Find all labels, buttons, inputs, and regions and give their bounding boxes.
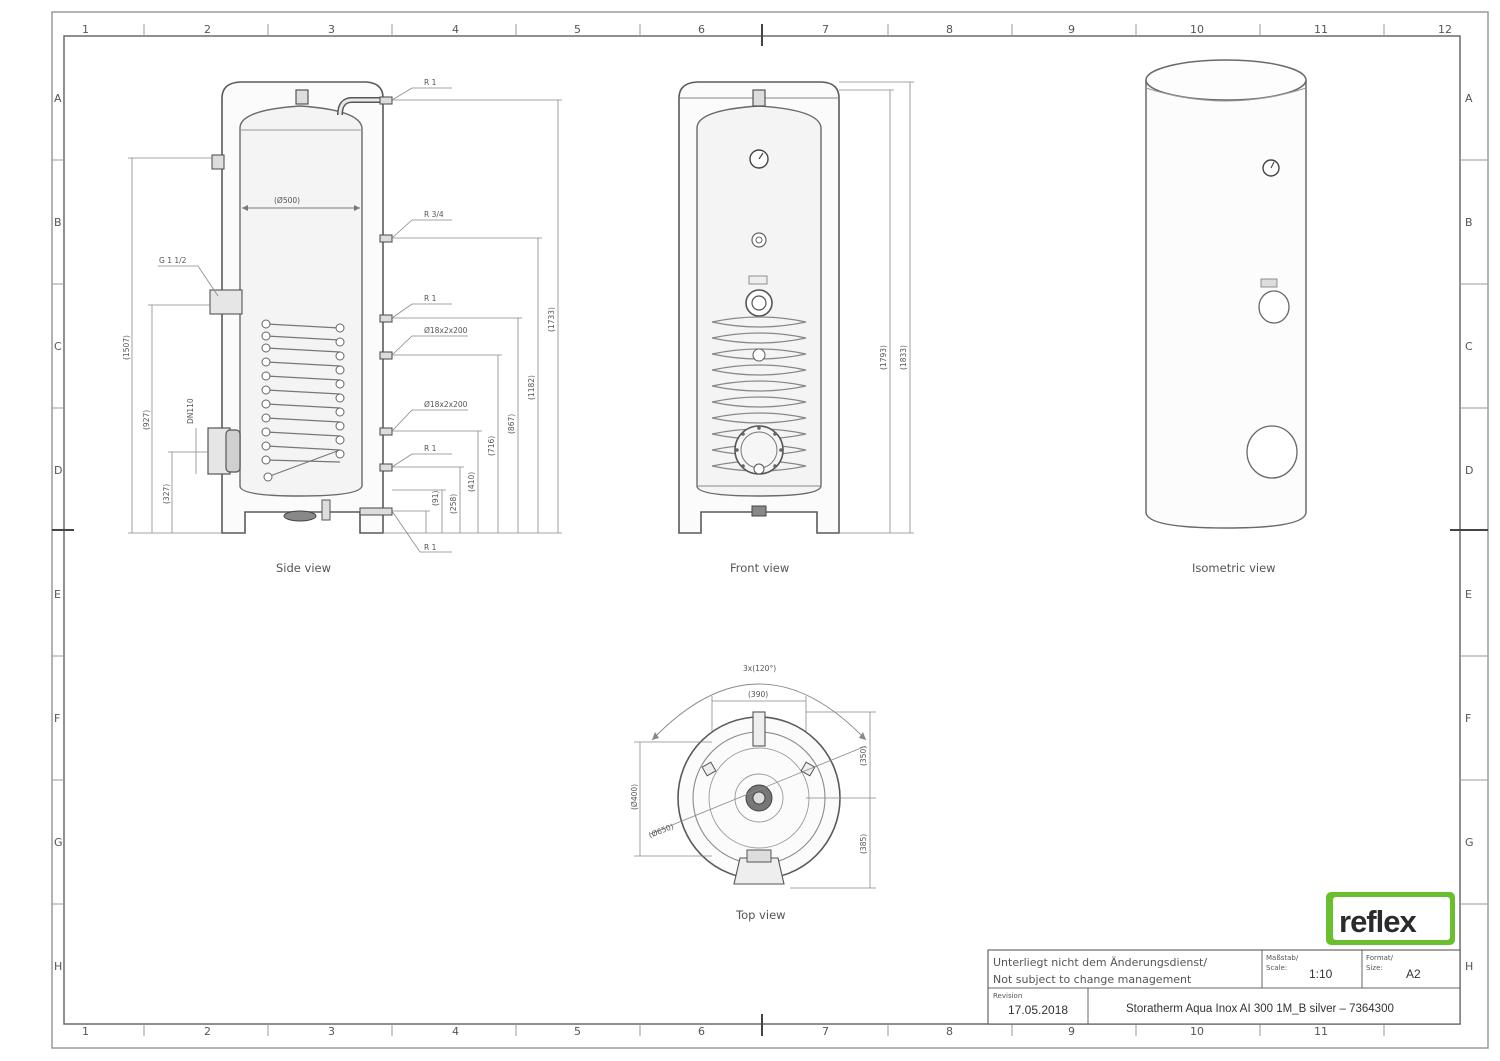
- connection-r1-top: R 1: [424, 78, 437, 87]
- grid-col-1: 1: [82, 23, 89, 36]
- scale-label-en: Scale:: [1266, 964, 1287, 972]
- connection-coil2: Ø18x2x200: [424, 400, 468, 409]
- grid-col-5-bottom: 5: [574, 1025, 581, 1038]
- grid-row-c: C: [54, 340, 62, 353]
- dim-1182: (1182): [527, 375, 536, 400]
- grid-row-labels: A B C D E F G H A B C D E F G H: [52, 92, 1488, 973]
- grid-row-f-right: F: [1465, 712, 1471, 725]
- grid-row-a: A: [54, 92, 62, 105]
- dim-1793: (1793): [879, 345, 888, 370]
- dim-top-350: (350): [859, 746, 868, 766]
- dim-867: (867): [507, 414, 516, 434]
- dim-258: (258): [449, 494, 458, 514]
- grid-row-e-right: E: [1465, 588, 1472, 601]
- connection-g112: G 1 1/2: [159, 256, 187, 265]
- dim-top-400: (Ø400): [630, 784, 639, 810]
- grid-col-6-bottom: 6: [698, 1025, 705, 1038]
- reflex-logo: reflex: [1326, 892, 1455, 945]
- grid-row-d: D: [54, 464, 62, 477]
- grid-col-4-bottom: 4: [452, 1025, 459, 1038]
- grid-row-h-right: H: [1465, 960, 1473, 973]
- connection-coil1: Ø18x2x200: [424, 326, 468, 335]
- grid-col-11-bottom: 11: [1314, 1025, 1328, 1038]
- grid-col-3: 3: [328, 23, 335, 36]
- connection-r34: R 3/4: [424, 210, 444, 219]
- top-view: 3x(120°) (390) (Ø400) (Ø650) (350) (385): [630, 664, 876, 922]
- grid-row-d-right: D: [1465, 464, 1473, 477]
- grid-col-12: 12: [1438, 23, 1452, 36]
- title-block: Unterliegt nicht dem Änderungsdienst/ No…: [987, 949, 1461, 1025]
- connection-r1-mid: R 1: [424, 294, 437, 303]
- dim-top-390: (390): [748, 690, 768, 699]
- dim-1733: (1733): [547, 307, 556, 332]
- dim-91: (91): [431, 491, 440, 506]
- grid-col-7-bottom: 7: [822, 1025, 829, 1038]
- format-label-de: Format/: [1366, 954, 1394, 962]
- grid-col-10-bottom: 10: [1190, 1025, 1204, 1038]
- grid-row-a-right: A: [1465, 92, 1473, 105]
- dim-410: (410): [467, 472, 476, 492]
- dim-top-385: (385): [859, 834, 868, 854]
- grid-col-8-bottom: 8: [946, 1025, 953, 1038]
- dim-top-650: (Ø650): [647, 822, 675, 840]
- connection-r1-bottom: R 1: [424, 543, 437, 552]
- revision-label: Revision: [993, 992, 1022, 1000]
- grid-row-h: H: [54, 960, 62, 973]
- dim-716: (716): [487, 436, 496, 456]
- grid-row-b: B: [54, 216, 62, 229]
- connection-r1-low: R 1: [424, 444, 437, 453]
- drawing-title: Storatherm Aqua Inox AI 300 1M_B silver …: [1126, 1003, 1394, 1015]
- grid-col-9: 9: [1068, 23, 1075, 36]
- format-label-en: Size:: [1366, 964, 1383, 972]
- grid-col-6: 6: [698, 23, 705, 36]
- grid-col-5: 5: [574, 23, 581, 36]
- grid-col-2-bottom: 2: [204, 1025, 211, 1038]
- scale-label-de: Maßstab/: [1266, 954, 1299, 962]
- dim-327: (327): [162, 484, 171, 504]
- grid-row-b-right: B: [1465, 216, 1473, 229]
- dim-1833: (1833): [899, 345, 908, 370]
- dim-side-diameter: (Ø500): [274, 196, 300, 205]
- dim-dn110: DN110: [186, 398, 195, 424]
- grid-col-3-bottom: 3: [328, 1025, 335, 1038]
- front-view: (1793) (1833) Front view: [678, 81, 914, 575]
- side-view-label: Side view: [276, 561, 331, 575]
- grid-col-9-bottom: 9: [1068, 1025, 1075, 1038]
- grid-row-e: E: [54, 588, 61, 601]
- drawing-frame: [51, 11, 1489, 1049]
- front-view-label: Front view: [730, 561, 789, 575]
- isometric-view: Isometric view: [1145, 59, 1307, 575]
- dim-927: (927): [142, 410, 151, 430]
- grid-col-4: 4: [452, 23, 459, 36]
- dim-1507: (1507): [122, 335, 131, 360]
- revision-date: 17.05.2018: [1008, 1003, 1068, 1017]
- grid-row-g: G: [54, 836, 63, 849]
- grid-col-2: 2: [204, 23, 211, 36]
- top-view-label: Top view: [735, 908, 786, 922]
- grid-row-f: F: [54, 712, 60, 725]
- dim-top-angle: 3x(120°): [743, 664, 776, 673]
- grid-col-11: 11: [1314, 23, 1328, 36]
- notice-de: Unterliegt nicht dem Änderungsdienst/: [993, 956, 1207, 969]
- format-value: A2: [1406, 967, 1421, 981]
- logo-text: reflex: [1339, 904, 1417, 939]
- grid-col-8: 8: [946, 23, 953, 36]
- grid-col-7: 7: [822, 23, 829, 36]
- side-view: (Ø500) (1507) (927) (327) DN110 G 1 1/2: [122, 78, 562, 575]
- isometric-view-label: Isometric view: [1192, 561, 1276, 575]
- grid-col-10: 10: [1190, 23, 1204, 36]
- notice-en: Not subject to change management: [993, 973, 1192, 986]
- grid-col-1-bottom: 1: [82, 1025, 89, 1038]
- scale-value: 1:10: [1309, 967, 1333, 981]
- grid-row-g-right: G: [1465, 836, 1474, 849]
- grid-row-c-right: C: [1465, 340, 1473, 353]
- grid-column-labels: 1 2 3 4 5 6 7 8 9 10 11 12 1 2 3 4 5 6 7…: [82, 23, 1452, 1038]
